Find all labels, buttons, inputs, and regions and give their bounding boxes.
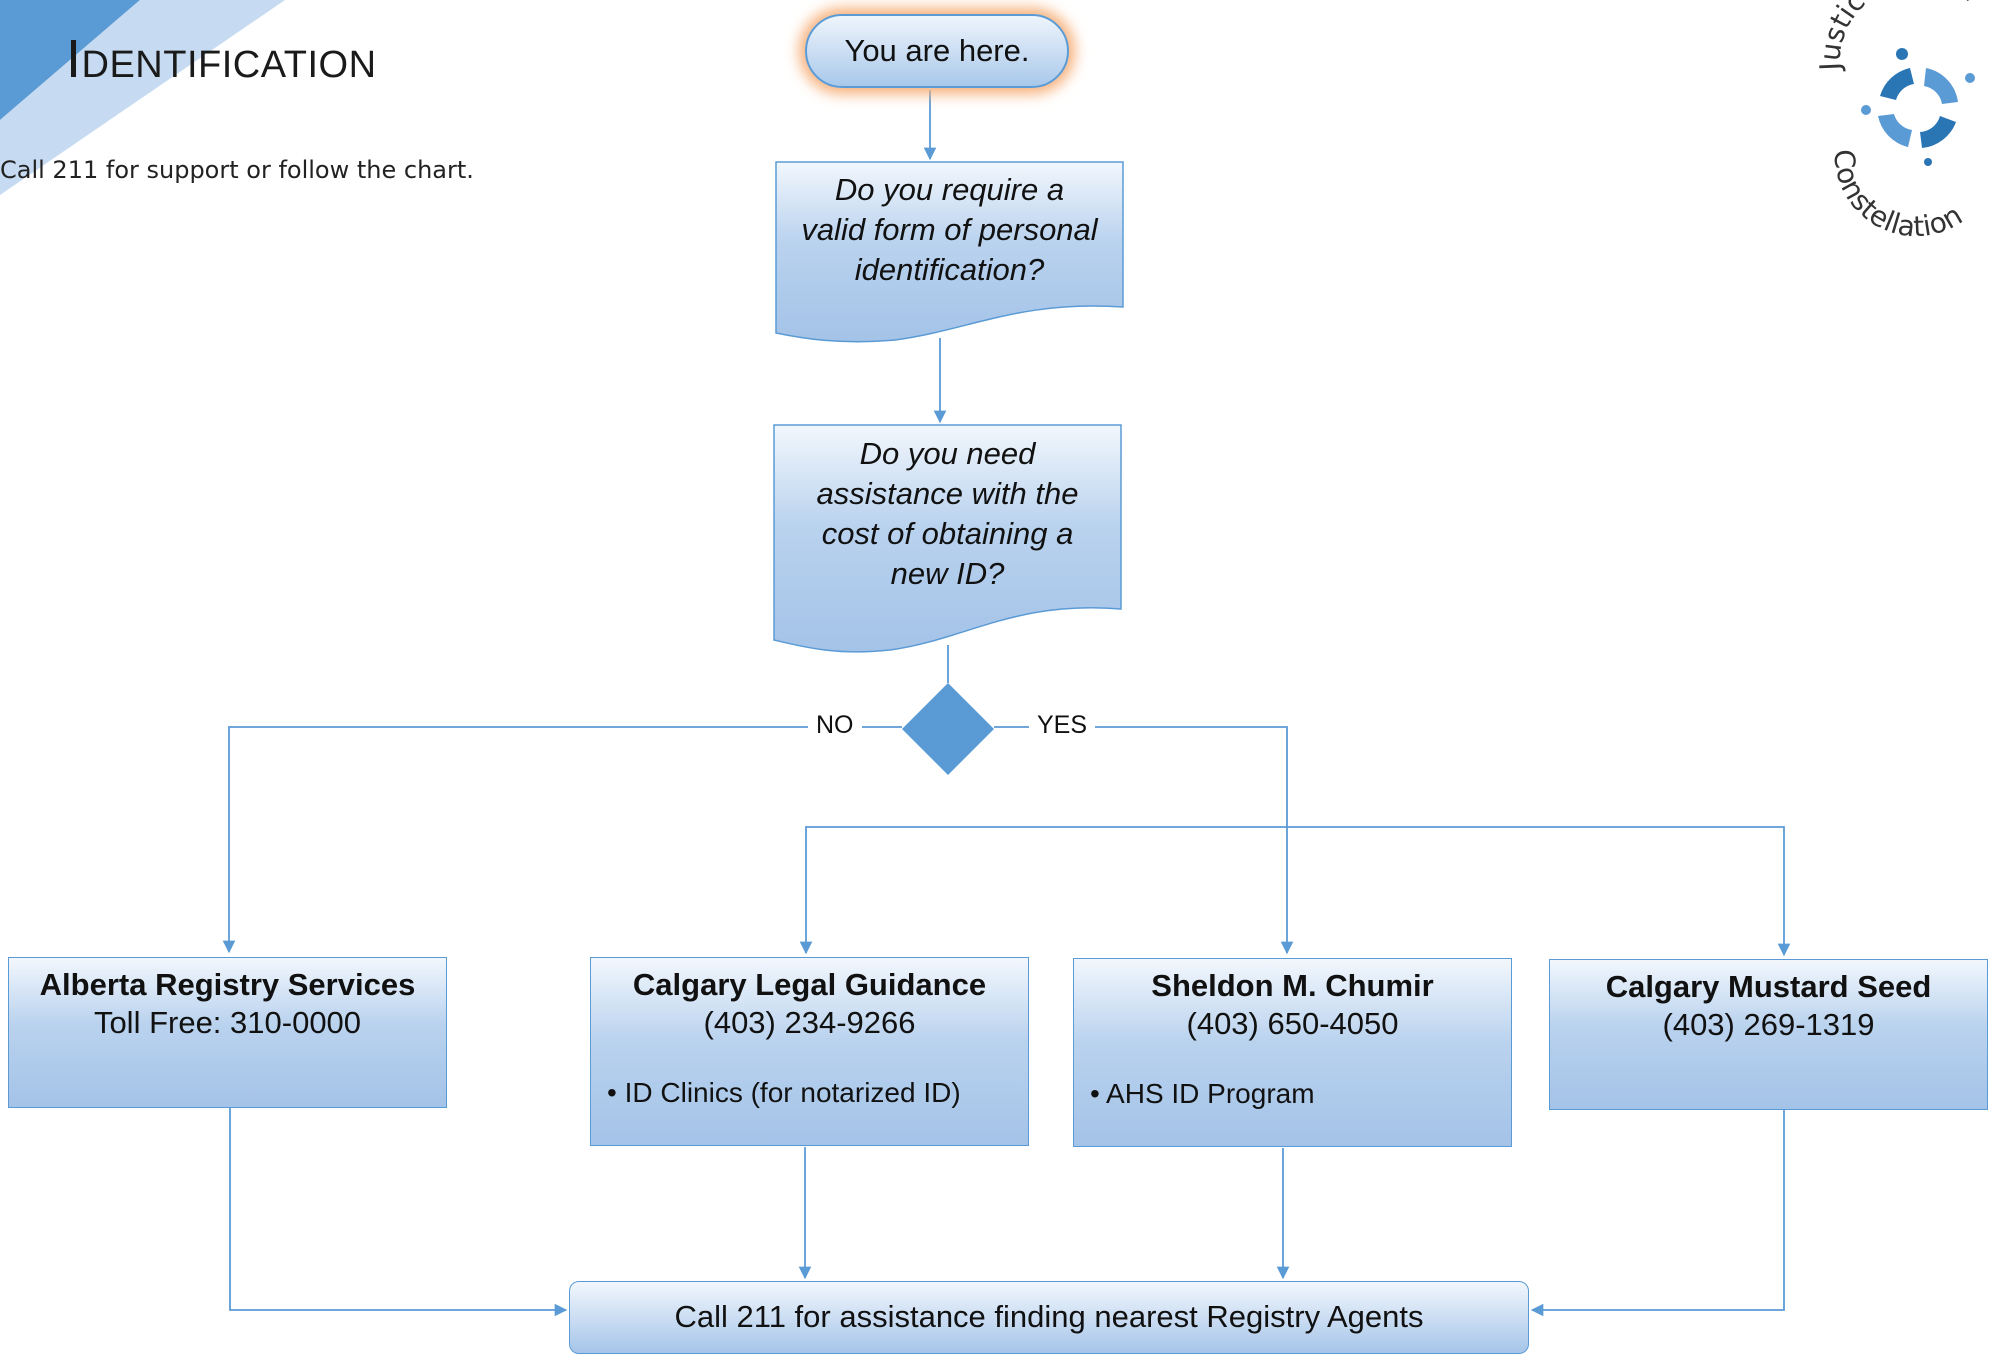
decision-diamond (902, 683, 994, 775)
start-node: You are here. (805, 14, 1069, 88)
service-phone: (403) 650-4050 (1186, 1006, 1399, 1041)
service-bullet-text: AHS ID Program (1106, 1078, 1315, 1109)
question2-text: Do you need assistance with the cost of … (774, 434, 1121, 594)
service-name: Alberta Registry Services (39, 967, 416, 1002)
page-subtitle: Call 211 for support or follow the chart… (0, 156, 474, 184)
corner-decoration-light (0, 0, 285, 195)
connector-no (222, 726, 902, 954)
justice-sector-constellation-logo: Justice Sector Constellation (1813, 0, 1989, 244)
service-phone: (403) 269-1319 (1662, 1007, 1875, 1042)
question1-text: Do you require a valid form of personal … (776, 170, 1123, 290)
service-phone: Toll Free: 310-0000 (93, 1005, 362, 1040)
service-alberta-registry: Alberta Registry Services Toll Free: 310… (8, 957, 447, 1108)
logo-text-bottom: Constellation (1827, 148, 1967, 243)
page-title-rest: DENTIFICATION (81, 44, 377, 86)
service-sheldon-chumir: Sheldon M. Chumir (403) 650-4050 • AHS I… (1073, 958, 1512, 1147)
question2-shape (773, 424, 1122, 653)
page-title: IDENTIFICATION (66, 28, 377, 90)
logo-text-top: Justice Sector (1813, 0, 1989, 73)
page-title-initial: I (66, 29, 82, 89)
service-bullet: • ID Clinics (for notarized ID) (607, 1077, 961, 1108)
service-calgary-legal-guidance: Calgary Legal Guidance (403) 234-9266 • … (590, 957, 1029, 1146)
service-name: Calgary Mustard Seed (1605, 969, 1932, 1004)
service-phone: (403) 234-9266 (703, 1005, 916, 1040)
constellation-icon (1861, 48, 1975, 166)
question2-line: new ID? (890, 556, 1005, 591)
connector-registry-final (229, 1108, 568, 1317)
question1-line: identification? (854, 252, 1045, 287)
question1-line: Do you require a (834, 172, 1065, 207)
service-name: Calgary Legal Guidance (632, 967, 987, 1002)
decision-yes-label: YES (1029, 711, 1096, 740)
question1-line: valid form of personal (801, 212, 1098, 247)
question2-line: Do you need (859, 436, 1036, 471)
question2-line: assistance with the (816, 476, 1079, 511)
service-bullet: • AHS ID Program (1090, 1078, 1315, 1109)
connector-yes-mustard (1287, 826, 1791, 957)
connector-mustard-final (1530, 1110, 1785, 1317)
final-node: Call 211 for assistance finding nearest … (569, 1281, 1529, 1354)
question1-shape (775, 161, 1124, 343)
decision-no-label: NO (808, 711, 862, 740)
connector-yes-legal (799, 826, 1287, 955)
question2-line: cost of obtaining a (821, 516, 1074, 551)
service-name: Sheldon M. Chumir (1151, 968, 1434, 1003)
service-bullet-text: ID Clinics (for notarized ID) (624, 1077, 961, 1108)
connector-yes (994, 726, 1294, 955)
service-calgary-mustard-seed: Calgary Mustard Seed (403) 269-1319 (1549, 959, 1988, 1110)
